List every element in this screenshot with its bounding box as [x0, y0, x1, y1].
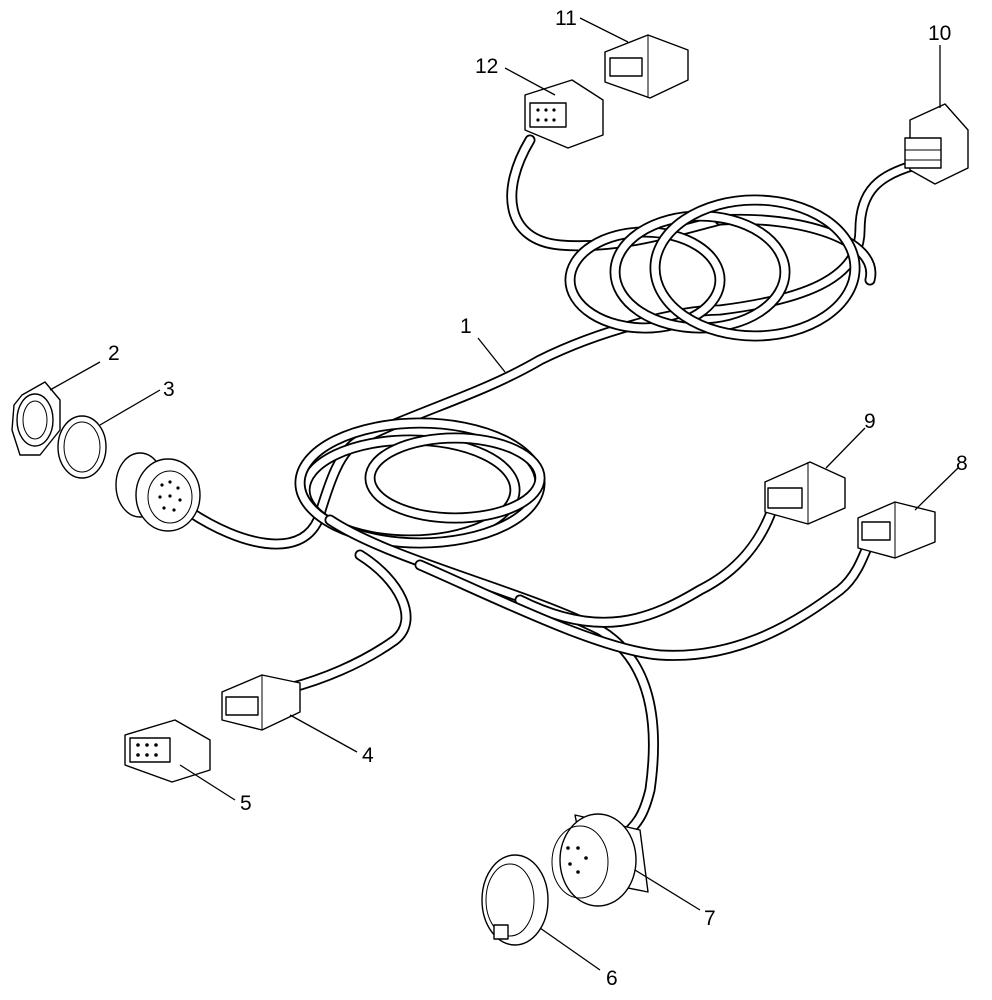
- callout-2: 2: [108, 342, 120, 365]
- connector-4: [221, 674, 301, 731]
- sealing-ring: [57, 415, 107, 479]
- callout-6: 6: [606, 967, 618, 990]
- callout-12: 12: [475, 55, 498, 78]
- round-flange-connector: [551, 813, 649, 907]
- callout-7: 7: [704, 907, 716, 930]
- callout-4: 4: [362, 744, 374, 767]
- callout-11: 11: [555, 7, 577, 30]
- connector-10: [904, 103, 969, 185]
- leader-lines: [49, 17, 959, 971]
- cable-group: [184, 134, 921, 836]
- hex-nut: [11, 381, 61, 456]
- connector-11: [604, 34, 689, 99]
- callout-9: 9: [864, 410, 876, 433]
- connector-9: [764, 461, 846, 525]
- connector-12: [524, 79, 604, 149]
- connector-8: [857, 501, 936, 559]
- callout-8: 8: [956, 452, 968, 475]
- protective-cap: [481, 854, 549, 946]
- callout-3: 3: [163, 378, 175, 401]
- callout-5: 5: [240, 792, 252, 815]
- connector-5: [124, 719, 211, 783]
- callout-1: 1: [460, 315, 472, 338]
- round-bulkhead-connector: [115, 452, 201, 532]
- callout-10: 10: [928, 22, 951, 45]
- callout-labels: 1 2 3 4 5 6 7 8 9 10 11 12: [108, 7, 968, 990]
